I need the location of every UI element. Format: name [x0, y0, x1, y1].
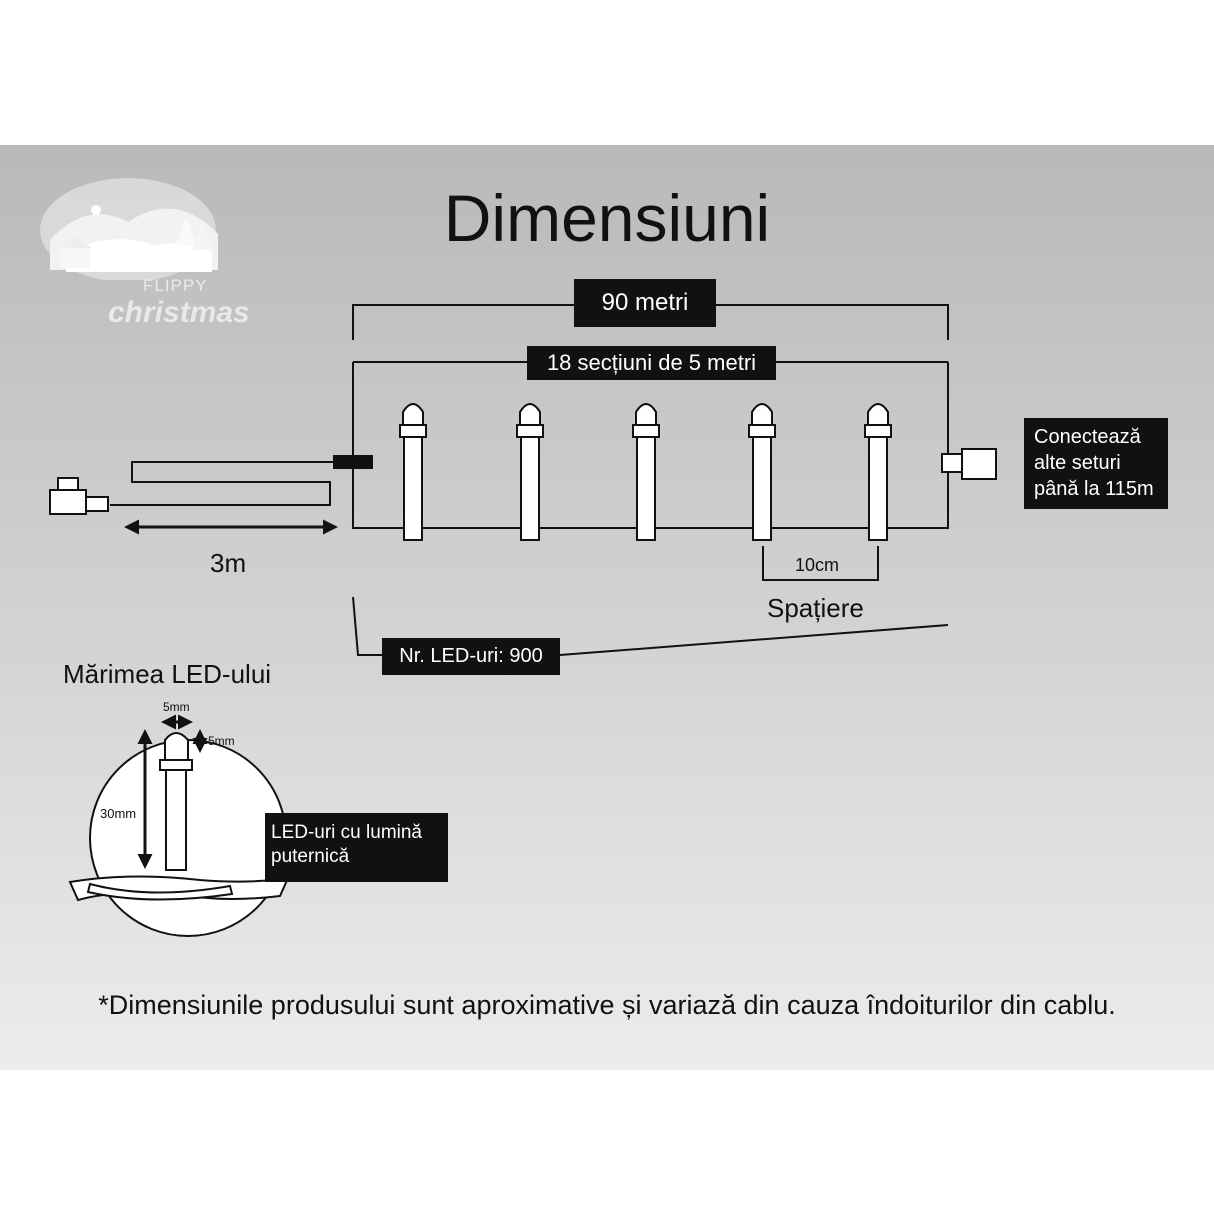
lead-cable [110, 461, 340, 506]
power-adapter-icon [49, 477, 109, 515]
page-title: Dimensiuni [443, 181, 771, 255]
led-count-line-right [559, 624, 949, 656]
spacing-label: Spațiere [767, 593, 864, 623]
lead-length-label: 3m [210, 548, 247, 578]
cable-connector-icon [333, 455, 373, 469]
led-icon [864, 403, 892, 541]
total-length-label: 90 metri [574, 279, 716, 327]
led-head-label: 5mm [208, 734, 235, 748]
logo-brand-bottom: christmas [108, 296, 250, 329]
logo-brand-top: FLIPPY [143, 276, 208, 295]
led-size-title: Mărimea LED-ului [63, 659, 272, 689]
led-size-detail [68, 714, 290, 937]
spacing-bracket [762, 546, 879, 581]
sections-label: 18 secțiuni de 5 metri [527, 346, 776, 380]
twisted-cable-icon [68, 875, 290, 902]
led-icon [516, 403, 544, 541]
connect-label: Conectează alte seturi până la 115m [1024, 418, 1168, 509]
end-connector-icon [941, 448, 997, 480]
led-icon [748, 403, 776, 541]
led-width-label: 5mm [163, 700, 190, 714]
led-detail-icon [159, 732, 193, 871]
led-type-label: LED-uri cu lumină puternică [265, 813, 448, 882]
led-icon [399, 403, 427, 541]
led-count-line-left [352, 596, 382, 656]
footnote: *Dimensiunile produsului sunt aproximati… [98, 990, 1116, 1020]
spacing-value-label: 10cm [795, 555, 840, 575]
led-height-label: 30mm [100, 806, 137, 821]
led-count-label: Nr. LED-uri: 900 [382, 638, 560, 675]
led-icon [632, 403, 660, 541]
logo-scene-icon [40, 178, 218, 280]
